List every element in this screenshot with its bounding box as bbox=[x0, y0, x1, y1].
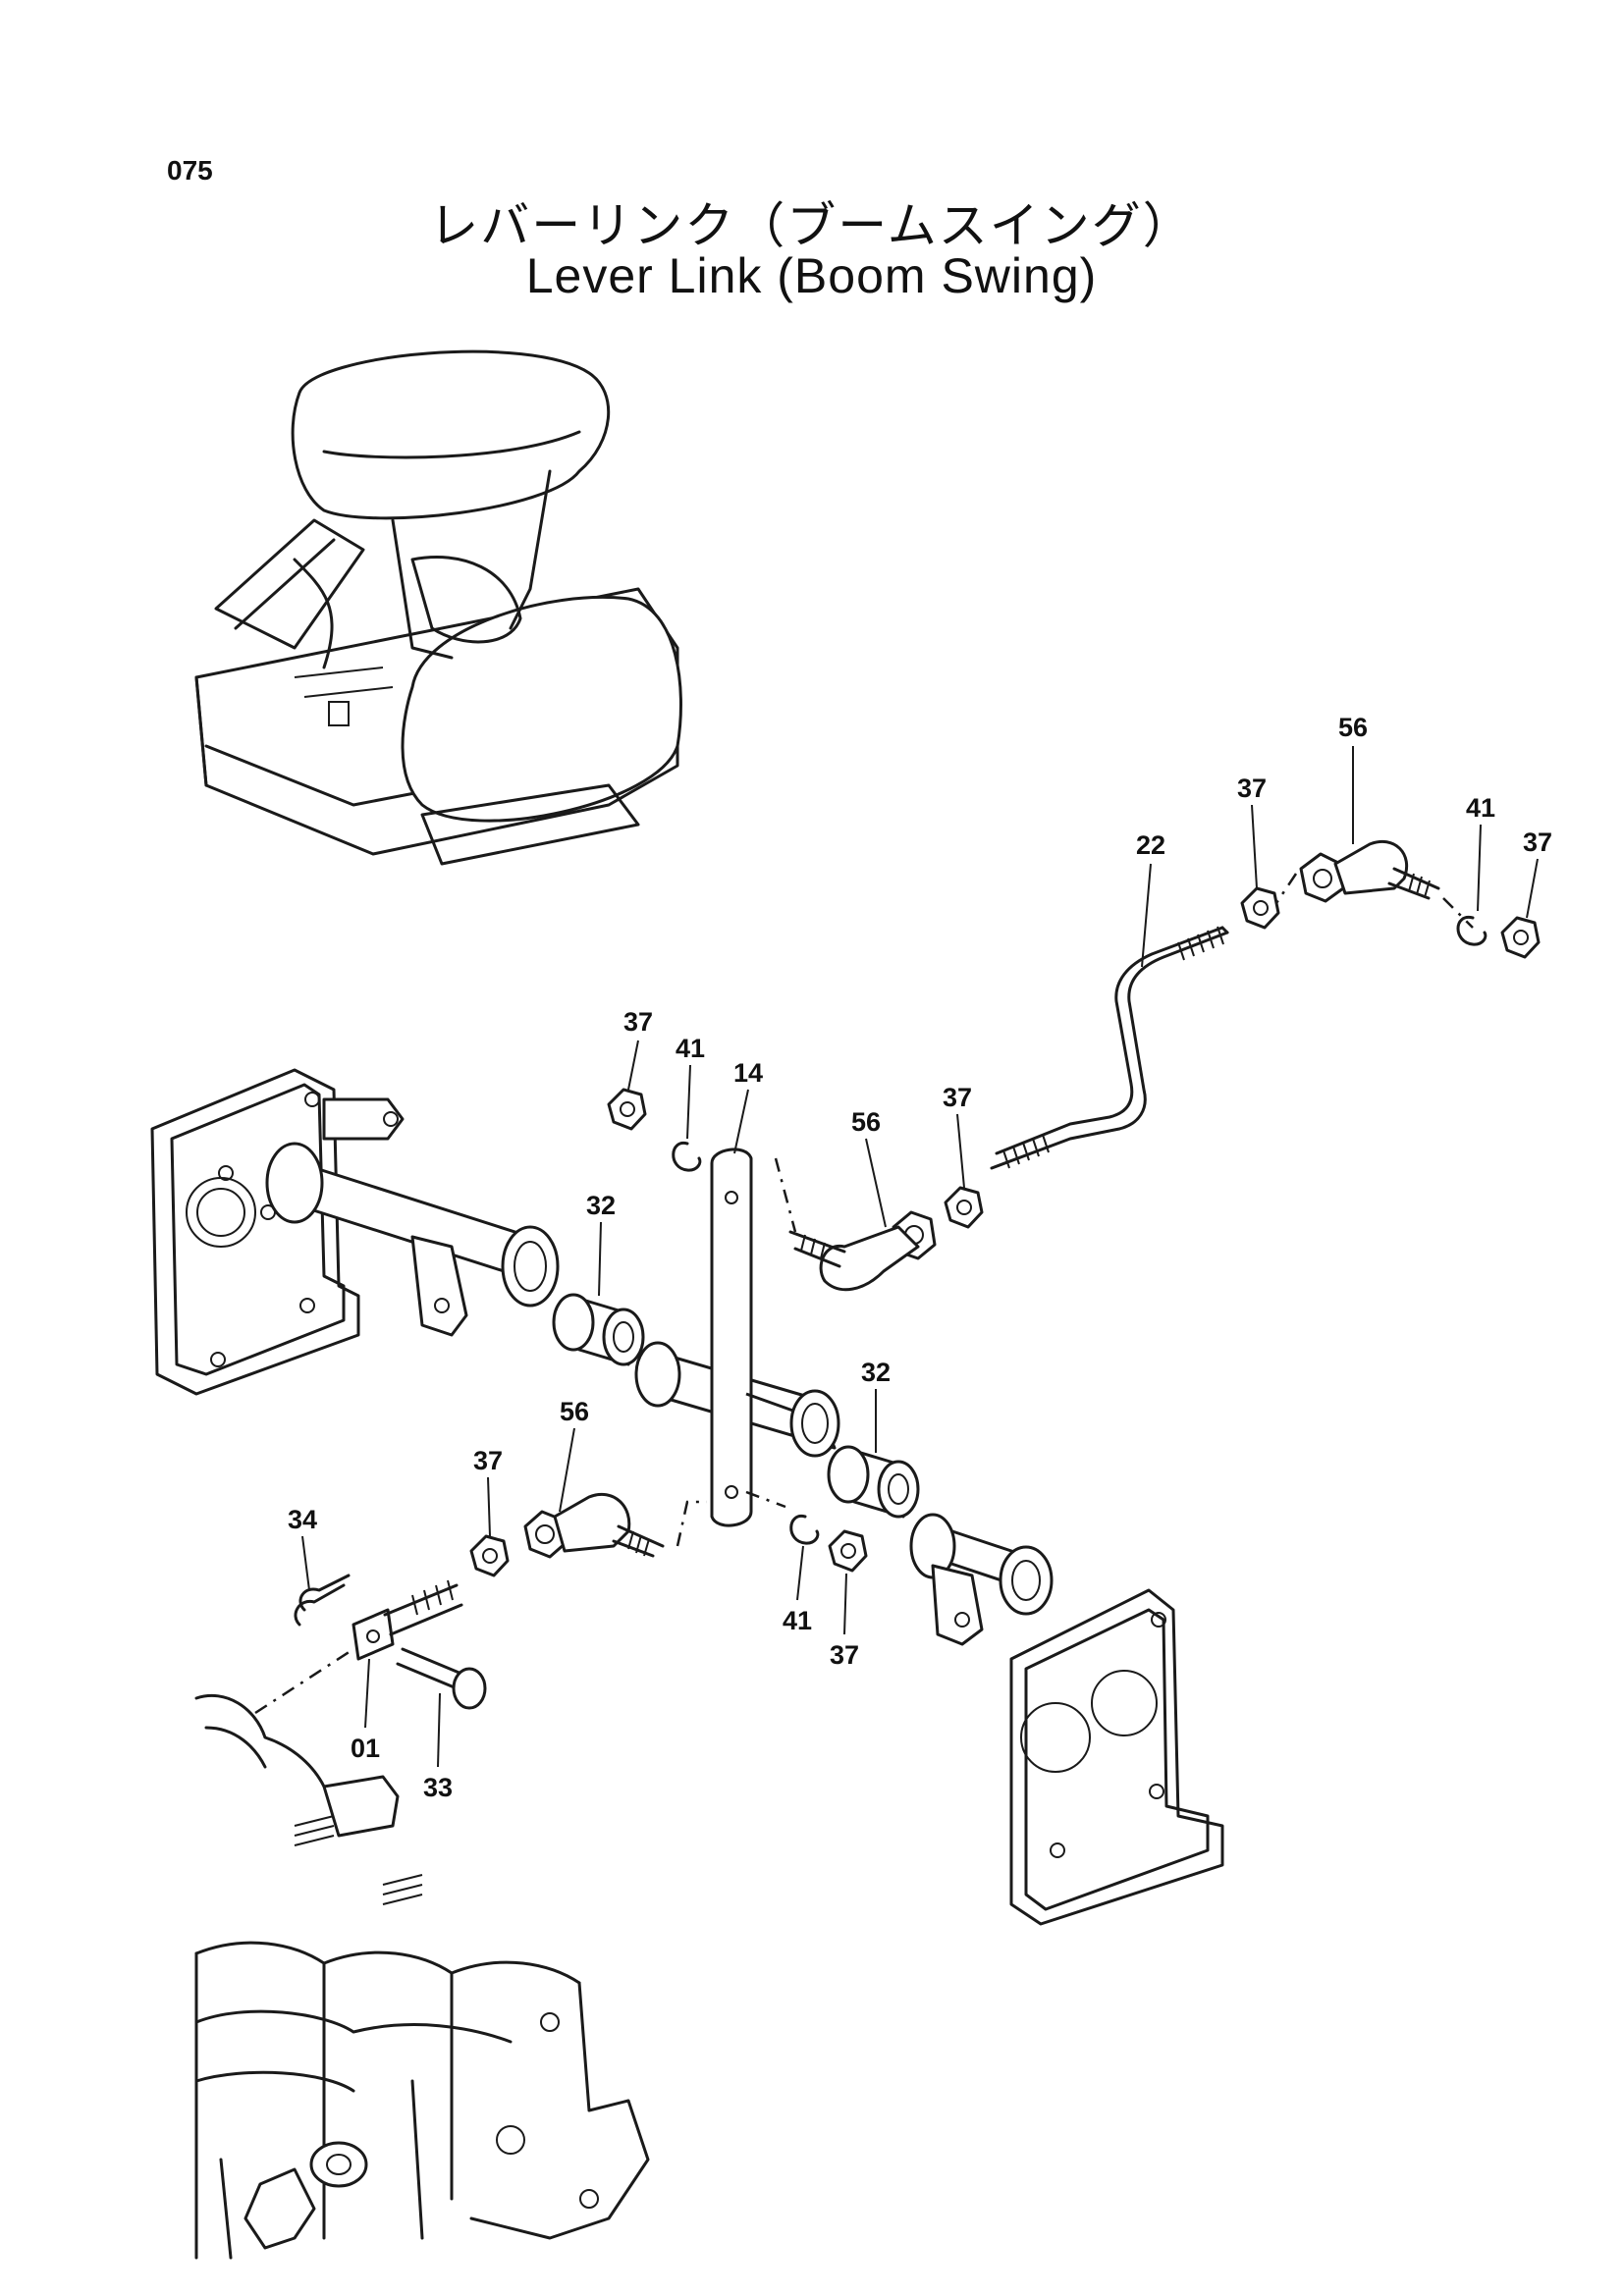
callout-37-middle: 37 bbox=[943, 1083, 972, 1112]
callout-37-top-a: 37 bbox=[1237, 774, 1267, 803]
callout-56-lower: 56 bbox=[560, 1397, 589, 1426]
callout-34: 34 bbox=[288, 1505, 317, 1534]
callout-56-middle: 56 bbox=[851, 1107, 881, 1137]
nut-part-37-top-a bbox=[1240, 886, 1280, 930]
bushing-part-32-right bbox=[827, 1445, 920, 1519]
clevis-part-01 bbox=[352, 1579, 463, 1661]
callout-41-upper: 41 bbox=[676, 1034, 705, 1063]
rod-part-22 bbox=[990, 926, 1229, 1170]
title-japanese: レバーリンク（ブームスイング） bbox=[429, 197, 1194, 254]
callout-41-lower: 41 bbox=[783, 1606, 812, 1635]
page-number: 075 bbox=[167, 155, 213, 186]
callout-37-upper: 37 bbox=[623, 1007, 653, 1037]
callout-labels: 56 37 41 37 22 37 41 14 37 56 32 32 56 3… bbox=[288, 713, 1552, 1802]
callout-41-top: 41 bbox=[1466, 793, 1495, 823]
snap-ring-part-41-top bbox=[1456, 916, 1488, 946]
nut-part-37-middle bbox=[944, 1186, 984, 1229]
left-bracket-assembly bbox=[150, 1068, 560, 1396]
right-bracket-assembly bbox=[909, 1513, 1224, 1926]
assembly-centerlines bbox=[254, 873, 1474, 1715]
machine-overview-illustration bbox=[194, 349, 682, 866]
nut-part-37-upper bbox=[607, 1088, 647, 1131]
callout-33: 33 bbox=[423, 1773, 453, 1802]
ball-joint-part-56-top bbox=[1299, 839, 1440, 903]
callout-01: 01 bbox=[351, 1734, 380, 1763]
ball-joint-part-56-lower bbox=[523, 1493, 665, 1559]
callout-22: 22 bbox=[1136, 830, 1165, 860]
nut-part-37-low bbox=[469, 1534, 510, 1577]
control-valve-illustration bbox=[194, 1693, 650, 2260]
callout-32-left: 32 bbox=[586, 1191, 616, 1220]
callout-32-right: 32 bbox=[861, 1358, 891, 1387]
ball-joint-part-56-middle bbox=[788, 1210, 937, 1292]
bushing-part-32-left bbox=[552, 1293, 645, 1366]
nut-part-37-top-b bbox=[1500, 916, 1541, 959]
nut-part-37-bottom bbox=[828, 1529, 868, 1573]
cotter-pin-part-34 bbox=[294, 1574, 351, 1627]
callout-56-top: 56 bbox=[1338, 713, 1368, 742]
pin-part-33 bbox=[396, 1647, 487, 1710]
callout-37-low: 37 bbox=[473, 1446, 503, 1475]
center-lever-part-14 bbox=[634, 1148, 840, 1527]
snap-ring-part-41-upper bbox=[672, 1142, 702, 1172]
callout-37-bottom: 37 bbox=[830, 1640, 859, 1670]
snap-ring-part-41-lower bbox=[789, 1515, 820, 1545]
callout-14: 14 bbox=[733, 1058, 763, 1088]
callout-leaders bbox=[301, 746, 1539, 1768]
callout-37-top-b: 37 bbox=[1523, 828, 1552, 857]
title-english: Lever Link (Boom Swing) bbox=[525, 248, 1098, 303]
